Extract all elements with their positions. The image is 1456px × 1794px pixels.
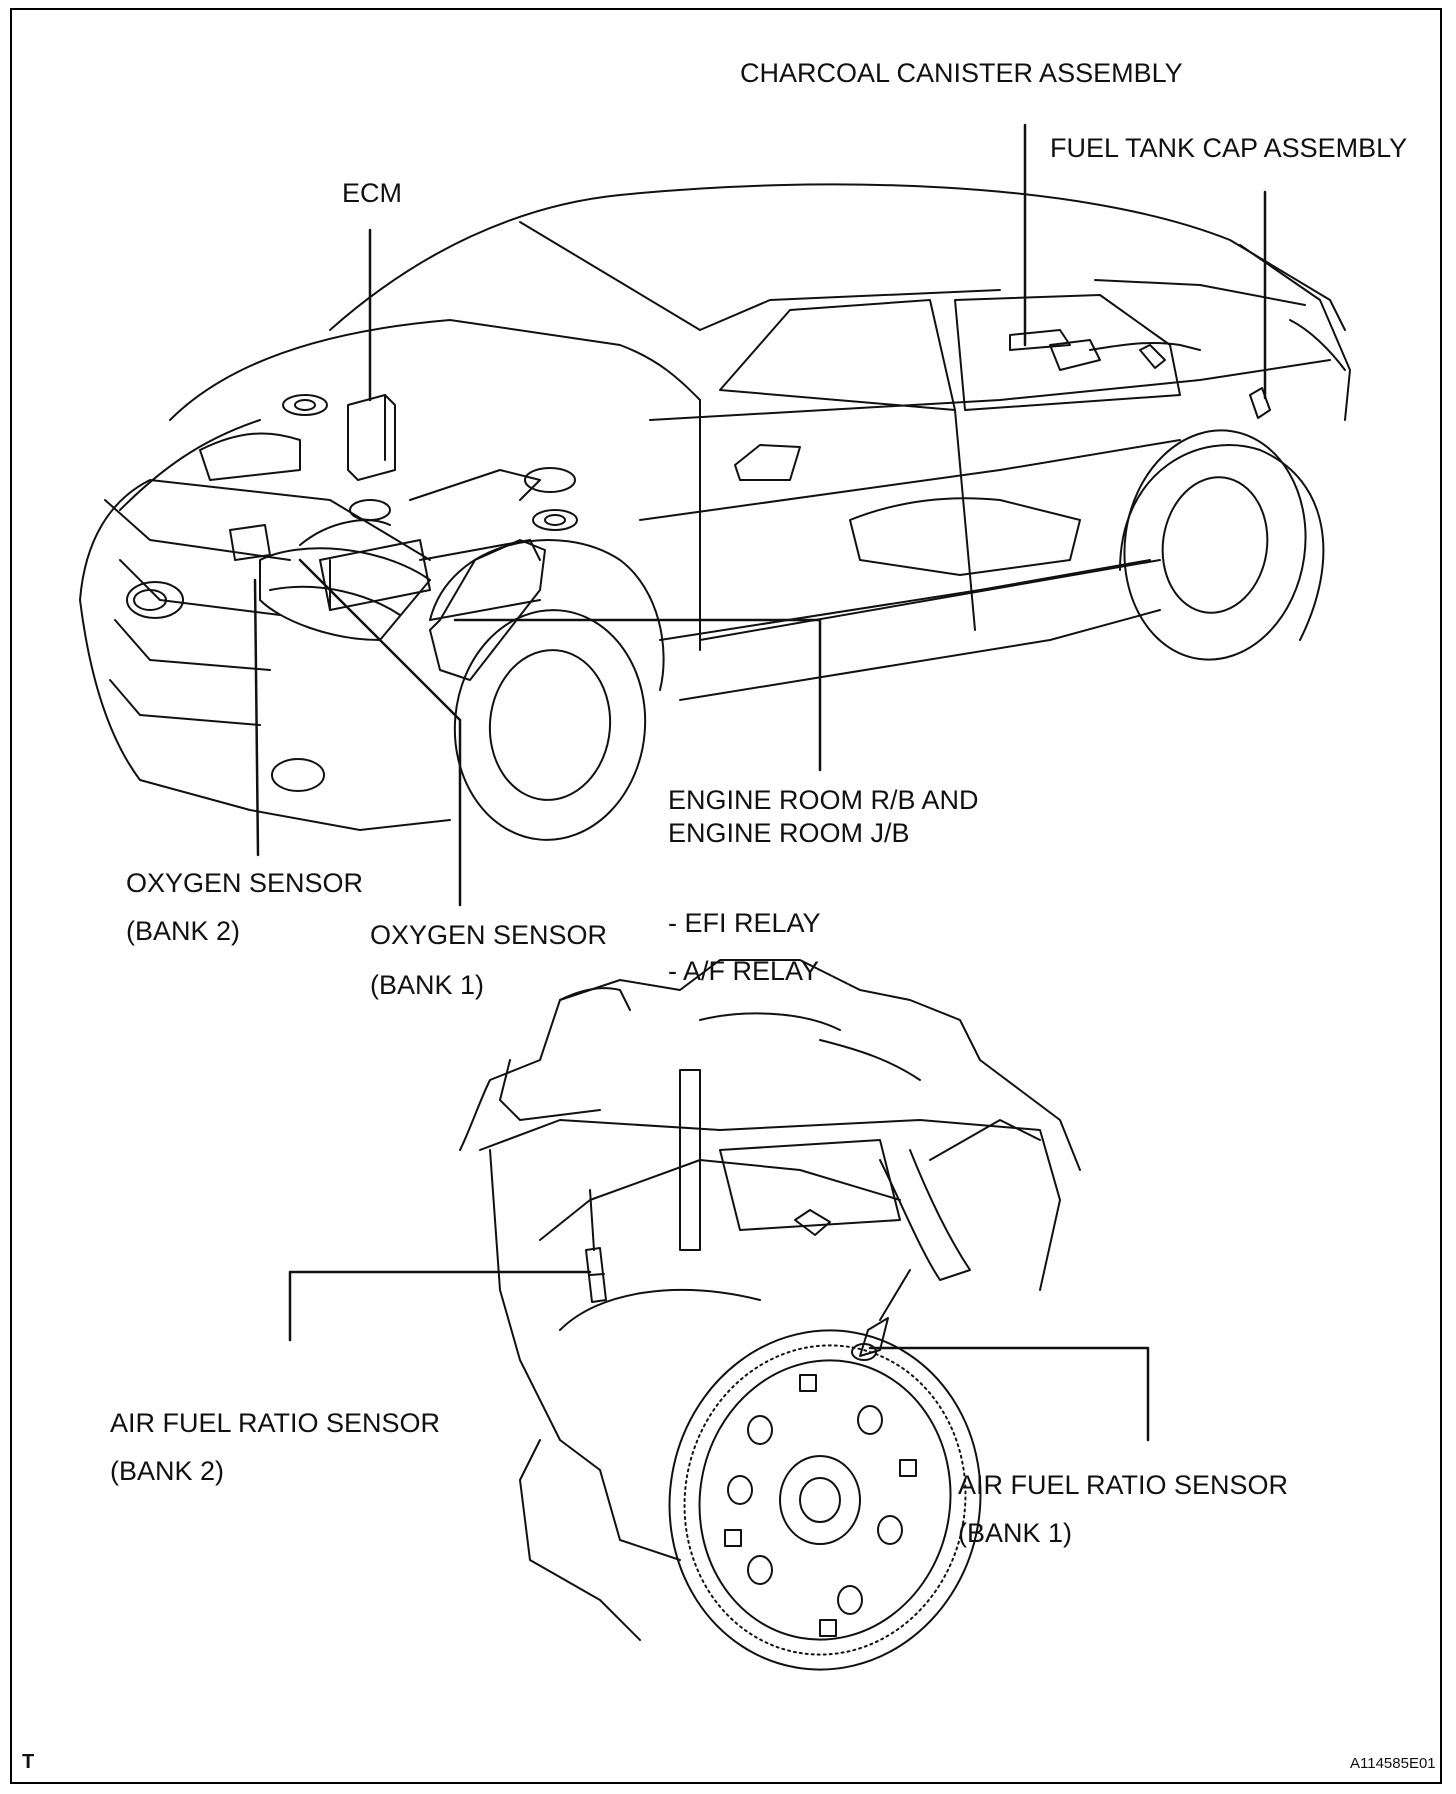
label-oxygen-sensor-b1-line2: (BANK 1) [370, 970, 485, 1000]
diagram-frame [10, 8, 1442, 1784]
label-fuel-tank-cap: FUEL TANK CAP ASSEMBLY [1050, 133, 1408, 163]
figure-id: A114585E01 [1350, 1755, 1436, 1772]
label-ecm: ECM [342, 178, 402, 208]
label-oxygen-sensor-b1-line1: OXYGEN SENSOR [370, 920, 608, 950]
leader-oxygen-b2 [253, 578, 260, 857]
label-efi-relay: - EFI RELAY [668, 908, 821, 938]
engine-illustration [459, 959, 1081, 1671]
label-charcoal-canister: CHARCOAL CANISTER ASSEMBLY [740, 58, 1183, 88]
leader-oxygen-b1 [298, 558, 462, 907]
leader-af-b2 [288, 1270, 592, 1342]
leader-lines [253, 123, 1267, 1442]
label-af-sensor-b2-line2: (BANK 2) [110, 1456, 225, 1486]
car-illustration [79, 183, 1351, 841]
label-engine-room-line2: ENGINE ROOM J/B [668, 818, 910, 848]
label-af-sensor-b2-line1: AIR FUEL RATIO SENSOR [110, 1408, 441, 1438]
label-af-relay: - A/F RELAY [668, 956, 820, 986]
corner-mark: T [22, 1751, 35, 1773]
label-oxygen-sensor-b2-line2: (BANK 2) [126, 916, 241, 946]
label-engine-room-line1: ENGINE ROOM R/B AND [668, 785, 979, 815]
label-oxygen-sensor-b2-line1: OXYGEN SENSOR [126, 868, 364, 898]
label-af-sensor-b1-line2: (BANK 1) [958, 1518, 1073, 1548]
leader-af-b1 [868, 1346, 1150, 1442]
leader-engine-room [453, 618, 822, 772]
label-af-sensor-b1-line1: AIR FUEL RATIO SENSOR [958, 1470, 1289, 1500]
